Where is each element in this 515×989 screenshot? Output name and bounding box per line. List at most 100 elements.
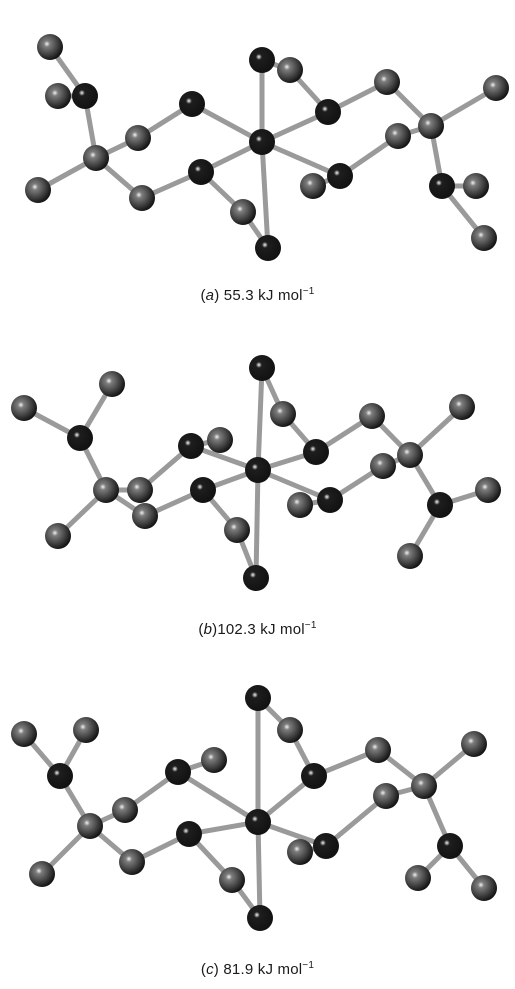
atom-R4	[125, 125, 151, 151]
atom-R7	[385, 123, 411, 149]
atom-C1	[83, 145, 109, 171]
atom-R4	[207, 427, 233, 453]
atom-R6	[359, 403, 385, 429]
atom-L2	[315, 99, 341, 125]
atom-C1	[77, 813, 103, 839]
bond-M-Ob	[259, 139, 271, 251]
atom-R9	[277, 717, 303, 743]
caption-a: (a) 55.3 kJ mol−1	[200, 286, 315, 304]
bond-M-L1	[175, 769, 261, 825]
atom-L1	[179, 91, 205, 117]
caption-a-letter: a	[205, 287, 215, 304]
atom-R1	[277, 57, 303, 83]
caption-c-unit: kJ mol	[257, 961, 303, 978]
atom-R6	[365, 737, 391, 763]
atom-T1	[11, 721, 37, 747]
caption-b: (b)102.3 kJ mol−1	[198, 620, 317, 638]
atom-N2	[429, 173, 455, 199]
bond-M-L1	[189, 101, 265, 145]
atom-M	[245, 809, 271, 835]
atom-Ot	[249, 355, 275, 381]
atom-T2	[45, 83, 71, 109]
atom-T4	[449, 394, 475, 420]
atom-C2	[411, 773, 437, 799]
atom-C2	[397, 442, 423, 468]
atom-R8	[132, 503, 158, 529]
atom-T4	[461, 731, 487, 757]
caption-c-value: 81.9	[223, 961, 254, 978]
caption-c-letter: c	[206, 961, 214, 978]
bond-M-Ot	[255, 365, 265, 473]
bond-M-Ob	[255, 819, 263, 921]
atom-T2	[11, 395, 37, 421]
atom-R3	[224, 517, 250, 543]
atom-T2	[73, 717, 99, 743]
atom-N1	[72, 83, 98, 109]
atom-T6	[471, 225, 497, 251]
structure-panel-b: (b)102.3 kJ mol−1	[0, 330, 515, 660]
atom-T5	[463, 173, 489, 199]
atom-T3	[29, 861, 55, 887]
atom-T3	[45, 523, 71, 549]
caption-b-exponent: −1	[304, 620, 317, 631]
structure-panel-a: (a) 55.3 kJ mol−1	[0, 0, 515, 330]
caption-a-unit: kJ mol	[258, 287, 303, 304]
atom-L1	[178, 433, 204, 459]
atom-T4	[483, 75, 509, 101]
atom-L2	[301, 763, 327, 789]
atom-R2	[287, 839, 313, 865]
atom-Ot	[249, 47, 275, 73]
atom-M	[245, 457, 271, 483]
atom-R7	[370, 453, 396, 479]
caption-a-value: 55.3	[223, 287, 254, 304]
atom-L4	[327, 163, 353, 189]
atom-Ot	[245, 685, 271, 711]
structure-panel-c: (c) 81.9 kJ mol−1	[0, 660, 515, 989]
atom-C1	[93, 477, 119, 503]
atom-R5	[129, 185, 155, 211]
atom-N2	[437, 833, 463, 859]
atom-L4	[313, 833, 339, 859]
atom-T1	[37, 34, 63, 60]
caption-a-exponent: −1	[302, 286, 315, 297]
atom-Ob	[247, 905, 273, 931]
atom-R1	[270, 401, 296, 427]
atom-R6	[374, 69, 400, 95]
atom-T5	[405, 865, 431, 891]
atom-R2	[300, 173, 326, 199]
atom-M	[249, 129, 275, 155]
atom-R2	[287, 492, 313, 518]
atom-N1	[47, 763, 73, 789]
atom-L3	[176, 821, 202, 847]
atom-Ob	[255, 235, 281, 261]
atom-T5	[475, 477, 501, 503]
atom-T1	[99, 371, 125, 397]
atom-T6	[471, 875, 497, 901]
atom-R5	[119, 849, 145, 875]
atom-L4	[317, 487, 343, 513]
atom-N1	[67, 425, 93, 451]
atom-N2	[427, 492, 453, 518]
caption-b-unit: kJ mol	[260, 621, 305, 638]
caption-c-exponent: −1	[302, 960, 315, 971]
bond-M-Ob	[253, 467, 261, 581]
atom-C2	[418, 113, 444, 139]
caption-b-letter: b	[203, 621, 213, 638]
atom-R3	[230, 199, 256, 225]
atom-Ob	[243, 565, 269, 591]
atom-L3	[188, 159, 214, 185]
atom-R3	[219, 867, 245, 893]
atom-R5	[127, 477, 153, 503]
atom-R1	[201, 747, 227, 773]
atom-T3	[25, 177, 51, 203]
atom-R7	[373, 783, 399, 809]
atom-T6	[397, 543, 423, 569]
atom-L2	[303, 439, 329, 465]
atom-L1	[165, 759, 191, 785]
bond-R7-L4	[323, 793, 389, 849]
caption-b-value: 102.3	[217, 621, 256, 638]
atom-L3	[190, 477, 216, 503]
atom-R4	[112, 797, 138, 823]
